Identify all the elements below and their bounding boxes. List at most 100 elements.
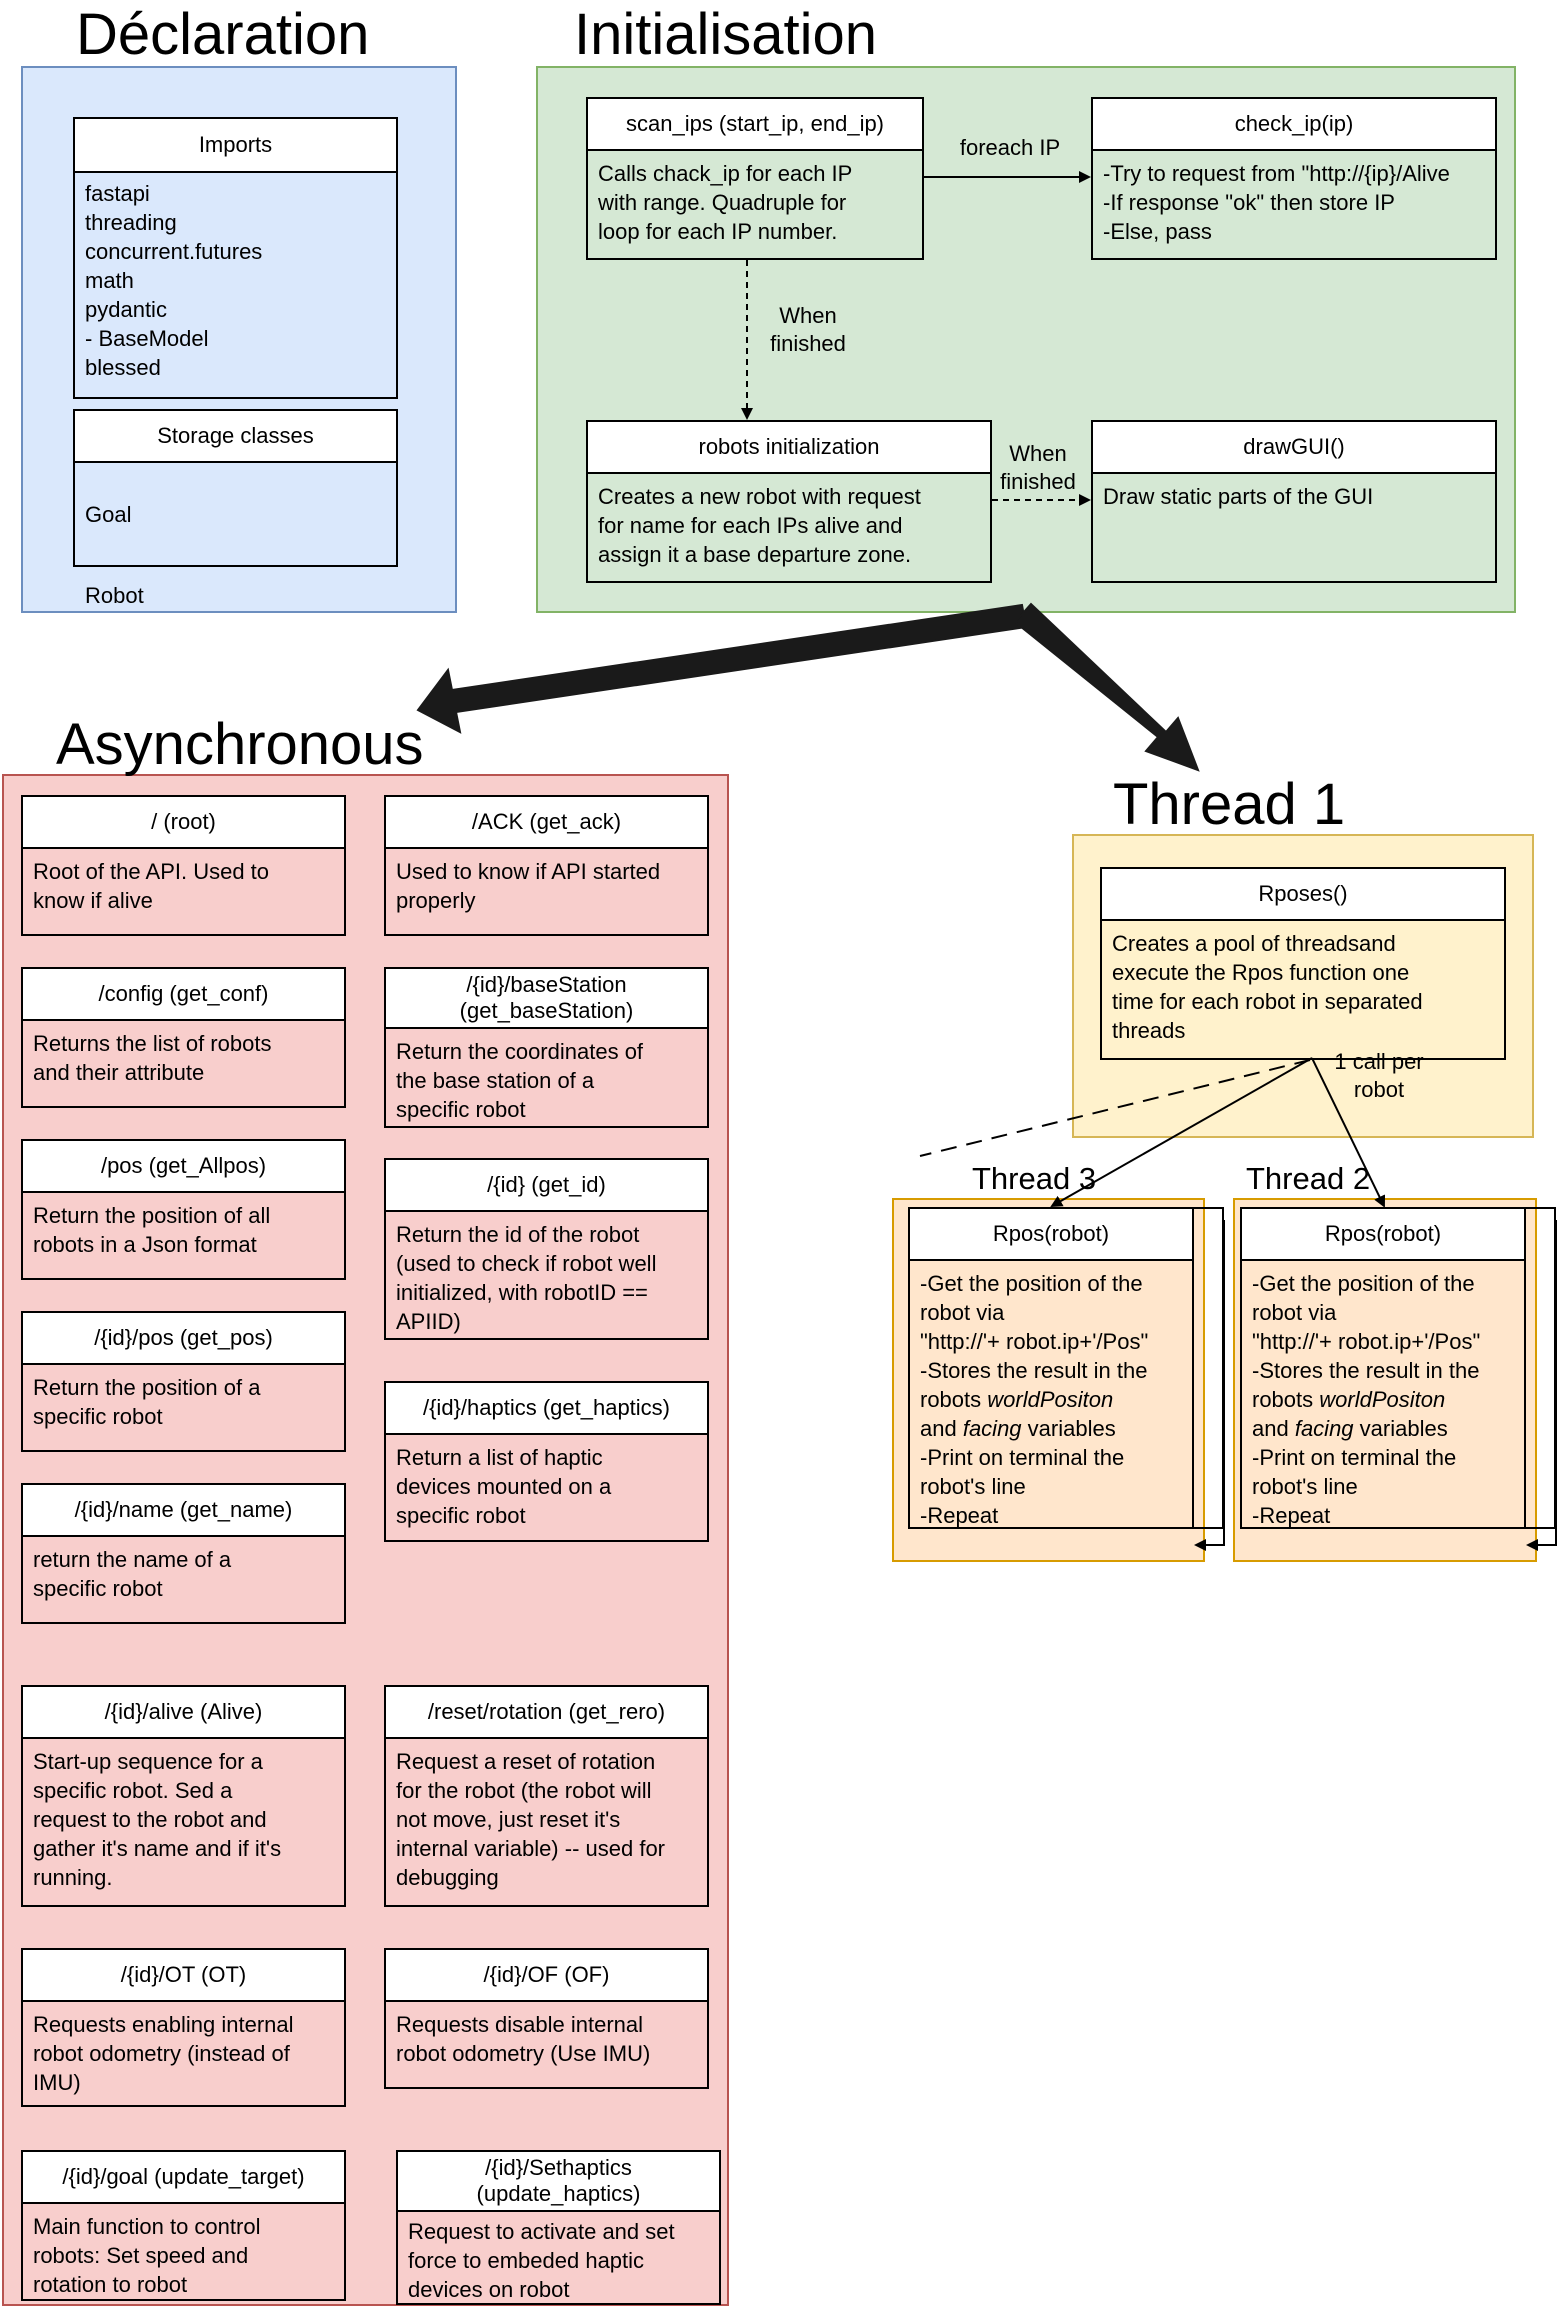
draw-gui-title: drawGUI() <box>1093 422 1495 474</box>
endpoint-root-body: Root of the API. Used to know if alive <box>33 859 270 913</box>
rpos-line: robot via <box>1252 1300 1337 1325</box>
endpoint-basestation-body: Return the coordinates of the base stati… <box>396 1039 644 1122</box>
rpos-thread2-title: Rpos(robot) <box>1242 1209 1524 1261</box>
endpoint-haptics-body: Return a list of haptic devices mounted … <box>396 1445 612 1528</box>
rpos-thread3-box: Rpos(robot) -Get the position of the rob… <box>908 1207 1194 1529</box>
robots-initialization-body: Creates a new robot with request for nam… <box>598 484 921 567</box>
storage-classes-title: Storage classes <box>75 411 396 463</box>
endpoint-rero-title: /reset/rotation (get_rero) <box>386 1687 707 1739</box>
rpos-line: robot's line <box>920 1474 1026 1499</box>
endpoint-basestation-title: /{id}/baseStation (get_baseStation) <box>386 969 707 1029</box>
rpos-line: "http://'+ robot.ip+'/Pos" <box>1252 1329 1481 1354</box>
rpos-line: -Stores the result in the <box>920 1358 1148 1383</box>
endpoint-config-box: /config (get_conf) Returns the list of r… <box>21 967 346 1108</box>
rpos-thread3-title: Rpos(robot) <box>910 1209 1192 1261</box>
rpos-thread2-body: -Get the position of the robot via "http… <box>1242 1261 1524 1528</box>
check-ip-title: check_ip(ip) <box>1093 99 1495 151</box>
endpoint-ack-box: /ACK (get_ack) Used to know if API start… <box>384 795 709 936</box>
endpoint-ack-body: Used to know if API started properly <box>396 859 661 913</box>
rposes-title: Rposes() <box>1102 869 1504 921</box>
rpos-line: robots worldPositon <box>920 1387 1114 1412</box>
endpoint-name-title: /{id}/name (get_name) <box>23 1485 344 1537</box>
asynchronous-title: Asynchronous <box>56 712 424 777</box>
endpoint-alive-body: Start-up sequence for a specific robot. … <box>33 1749 282 1890</box>
rpos-line: -Print on terminal the <box>920 1445 1125 1470</box>
scan-ips-body: Calls chack_ip for each IP with range. Q… <box>598 161 853 244</box>
rpos-line: and facing variables <box>920 1416 1116 1441</box>
endpoint-ack-title: /ACK (get_ack) <box>386 797 707 849</box>
storage-classes-box: Storage classes Goal Robot <box>73 409 398 608</box>
rpos-line: and facing variables <box>1252 1416 1448 1441</box>
rpos-line: robots worldPositon <box>1252 1387 1446 1412</box>
rpos-line: -Print on terminal the <box>1252 1445 1457 1470</box>
endpoint-root-title: / (root) <box>23 797 344 849</box>
imports-body: fastapi threading concurrent.futures mat… <box>85 181 263 380</box>
storage-class-robot: Robot <box>85 583 144 608</box>
endpoint-pos-box: /{id}/pos (get_pos) Return the position … <box>21 1311 346 1452</box>
call-per-robot-label: 1 call per robot <box>1334 1049 1424 1102</box>
endpoint-id-body: Return the id of the robot (used to chec… <box>396 1222 657 1334</box>
endpoint-goal-title: /{id}/goal (update_target) <box>23 2152 344 2204</box>
imports-box: Imports fastapi threading concurrent.fut… <box>73 117 398 399</box>
imports-title: Imports <box>75 119 396 173</box>
endpoint-alive-box: /{id}/alive (Alive) Start-up sequence fo… <box>21 1685 346 1907</box>
endpoint-ot-box: /{id}/OT (OT) Requests enabling internal… <box>21 1948 346 2107</box>
draw-gui-box: drawGUI() Draw static parts of the GUI <box>1091 420 1497 583</box>
endpoint-ot-title: /{id}/OT (OT) <box>23 1950 344 2002</box>
endpoint-haptics-title: /{id}/haptics (get_haptics) <box>386 1383 707 1435</box>
rpos-line: robot's line <box>1252 1474 1358 1499</box>
scan-ips-box: scan_ips (start_ip, end_ip) Calls chack_… <box>586 97 924 260</box>
rpos-line: -Get the position of the <box>1252 1271 1475 1296</box>
endpoint-sethaptics-title: /{id}/Sethaptics (update_haptics) <box>398 2152 719 2212</box>
foreach-ip-label: foreach IP <box>959 135 1061 160</box>
thread1-title: Thread 1 <box>1113 772 1346 837</box>
endpoint-name-body: return the name of a specific robot <box>33 1547 232 1601</box>
storage-class-goal: Goal <box>85 502 132 527</box>
endpoint-allpos-body: Return the position of all robots in a J… <box>33 1203 271 1257</box>
rpos-thread3-body: -Get the position of the robot via "http… <box>910 1261 1192 1528</box>
rpos-line: -Stores the result in the <box>1252 1358 1480 1383</box>
thread3-title: Thread 3 <box>972 1161 1097 1196</box>
initialisation-region <box>536 66 1516 613</box>
endpoint-id-box: /{id} (get_id) Return the id of the robo… <box>384 1158 709 1340</box>
rposes-box: Rposes() Creates a pool of threadsand ex… <box>1100 867 1506 1060</box>
initialisation-title: Initialisation <box>574 2 878 67</box>
endpoint-id-title: /{id} (get_id) <box>386 1160 707 1212</box>
storage-classes-body: Goal Robot <box>75 463 396 608</box>
thread2-title: Thread 2 <box>1246 1161 1371 1196</box>
when-finished-label-1: When finished <box>770 303 846 356</box>
endpoint-pos-body: Return the position of a specific robot <box>33 1375 261 1429</box>
endpoint-name-box: /{id}/name (get_name) return the name of… <box>21 1483 346 1624</box>
endpoint-of-title: /{id}/OF (OF) <box>386 1950 707 2002</box>
rposes-body: Creates a pool of threadsand execute the… <box>1112 931 1423 1043</box>
rpos-line: -Repeat <box>1252 1503 1331 1528</box>
endpoint-rero-body: Request a reset of rotation for the robo… <box>396 1749 666 1890</box>
robots-initialization-title: robots initialization <box>588 422 990 474</box>
endpoint-allpos-title: /pos (get_Allpos) <box>23 1141 344 1193</box>
scan-ips-title: scan_ips (start_ip, end_ip) <box>588 99 922 151</box>
draw-gui-body: Draw static parts of the GUI <box>1103 484 1374 509</box>
endpoint-haptics-box: /{id}/haptics (get_haptics) Return a lis… <box>384 1381 709 1542</box>
flow-to-asynchronous-arrow <box>416 603 1028 734</box>
endpoint-config-title: /config (get_conf) <box>23 969 344 1021</box>
endpoint-of-body: Requests disable internal robot odometry… <box>396 2012 651 2066</box>
flow-to-thread1-arrow <box>1013 602 1200 772</box>
endpoint-basestation-box: /{id}/baseStation (get_baseStation) Retu… <box>384 967 709 1128</box>
rpos-line: "http://'+ robot.ip+'/Pos" <box>920 1329 1149 1354</box>
endpoint-goal-body: Main function to control robots: Set spe… <box>33 2214 261 2297</box>
endpoint-config-body: Returns the list of robots and their att… <box>33 1031 272 1085</box>
rpos-thread2-box: Rpos(robot) -Get the position of the rob… <box>1240 1207 1526 1529</box>
endpoint-root-box: / (root) Root of the API. Used to know i… <box>21 795 346 936</box>
endpoint-pos-title: /{id}/pos (get_pos) <box>23 1313 344 1365</box>
endpoint-sethaptics-box: /{id}/Sethaptics (update_haptics) Reques… <box>396 2150 721 2305</box>
endpoint-goal-box: /{id}/goal (update_target) Main function… <box>21 2150 346 2301</box>
when-finished-label-2: When finished <box>1000 441 1076 494</box>
endpoint-allpos-box: /pos (get_Allpos) Return the position of… <box>21 1139 346 1280</box>
endpoint-ot-body: Requests enabling internal robot odometr… <box>33 2012 294 2095</box>
endpoint-alive-title: /{id}/alive (Alive) <box>23 1687 344 1739</box>
rpos-line: -Get the position of the <box>920 1271 1143 1296</box>
endpoint-rero-box: /reset/rotation (get_rero) Request a res… <box>384 1685 709 1907</box>
endpoint-sethaptics-body: Request to activate and set force to emb… <box>408 2219 675 2302</box>
robots-initialization-box: robots initialization Creates a new robo… <box>586 420 992 583</box>
declaration-title: Déclaration <box>76 2 370 67</box>
